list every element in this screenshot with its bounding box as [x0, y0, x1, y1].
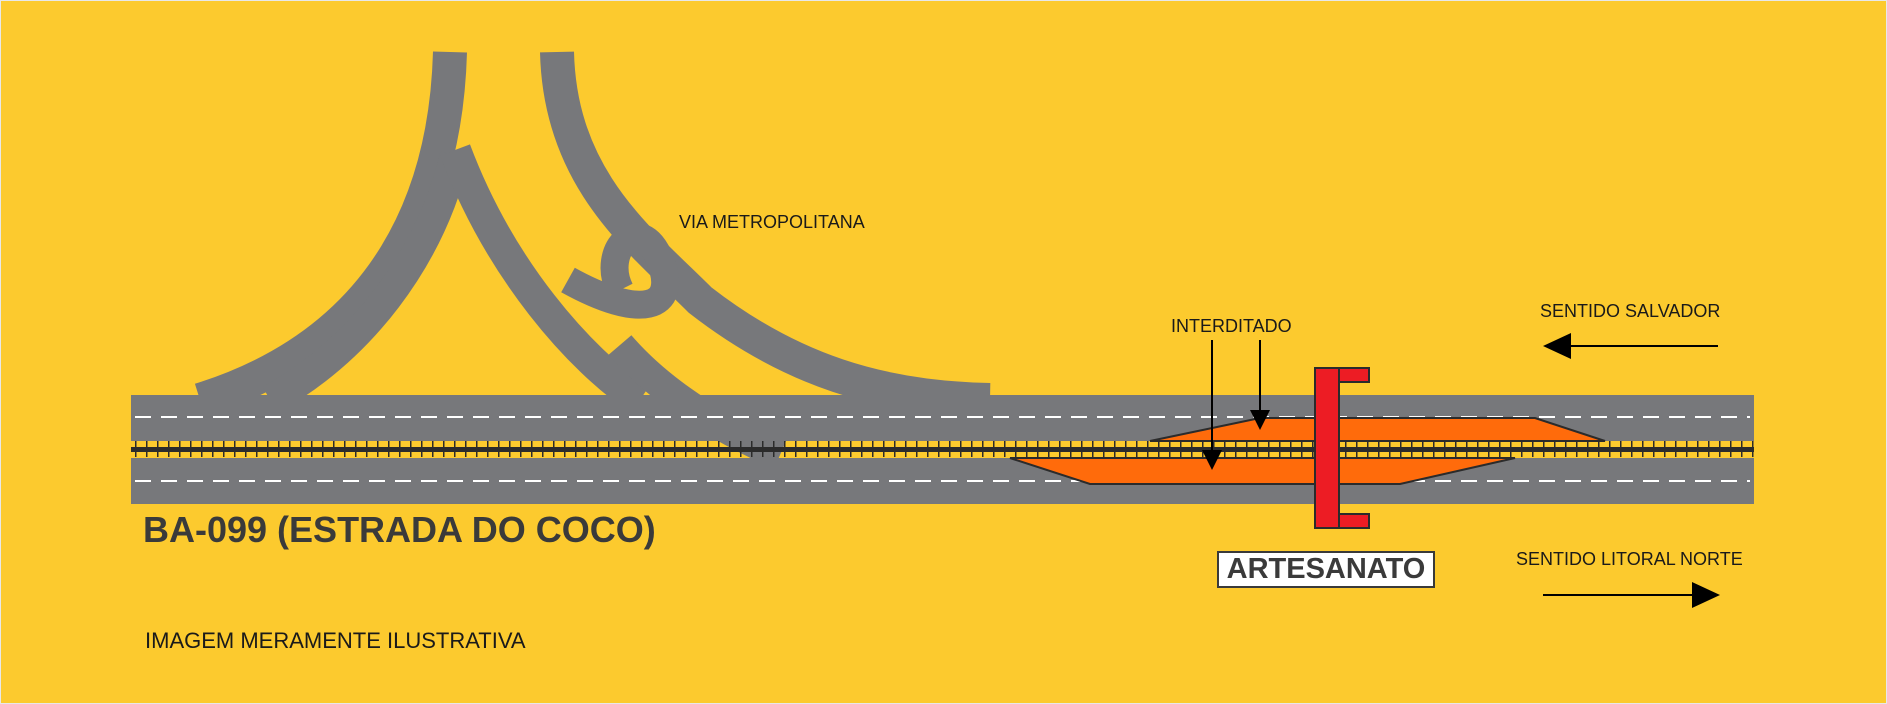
- label-road-name: BA-099 (ESTRADA DO COCO): [143, 509, 656, 550]
- label-sentido-salvador: SENTIDO SALVADOR: [1540, 301, 1721, 321]
- footbridge-cap-bottom: [1338, 513, 1370, 529]
- median-ticks: [131, 441, 1754, 457]
- closed-zone: [1009, 417, 1606, 485]
- ramp-loop: [561, 222, 679, 319]
- interditado-pointers: [1202, 340, 1270, 470]
- ramp-left-inner: [262, 151, 470, 414]
- footbridge-post: [1314, 367, 1340, 529]
- highway: [131, 395, 1754, 504]
- footbridge: [1314, 367, 1370, 529]
- direction-arrows: [1543, 333, 1720, 608]
- label-interditado: INTERDITADO: [1171, 316, 1292, 336]
- ramp-left-outer: [194, 51, 467, 417]
- footbridge-cap-top: [1338, 367, 1370, 383]
- label-sentido-litoral-norte: SENTIDO LITORAL NORTE: [1516, 549, 1743, 569]
- label-artesanato: ARTESANATO: [1217, 551, 1435, 588]
- ramp-center: [440, 144, 650, 414]
- closed-zone-bottom: [1009, 457, 1516, 485]
- ramp-right-long: [540, 51, 991, 417]
- label-via-metropolitana: VIA METROPOLITANA: [679, 212, 865, 232]
- arrow-salvador-head: [1543, 333, 1571, 359]
- label-disclaimer: IMAGEM MERAMENTE ILUSTRATIVA: [145, 628, 526, 653]
- arrow-litoral-head: [1692, 582, 1720, 608]
